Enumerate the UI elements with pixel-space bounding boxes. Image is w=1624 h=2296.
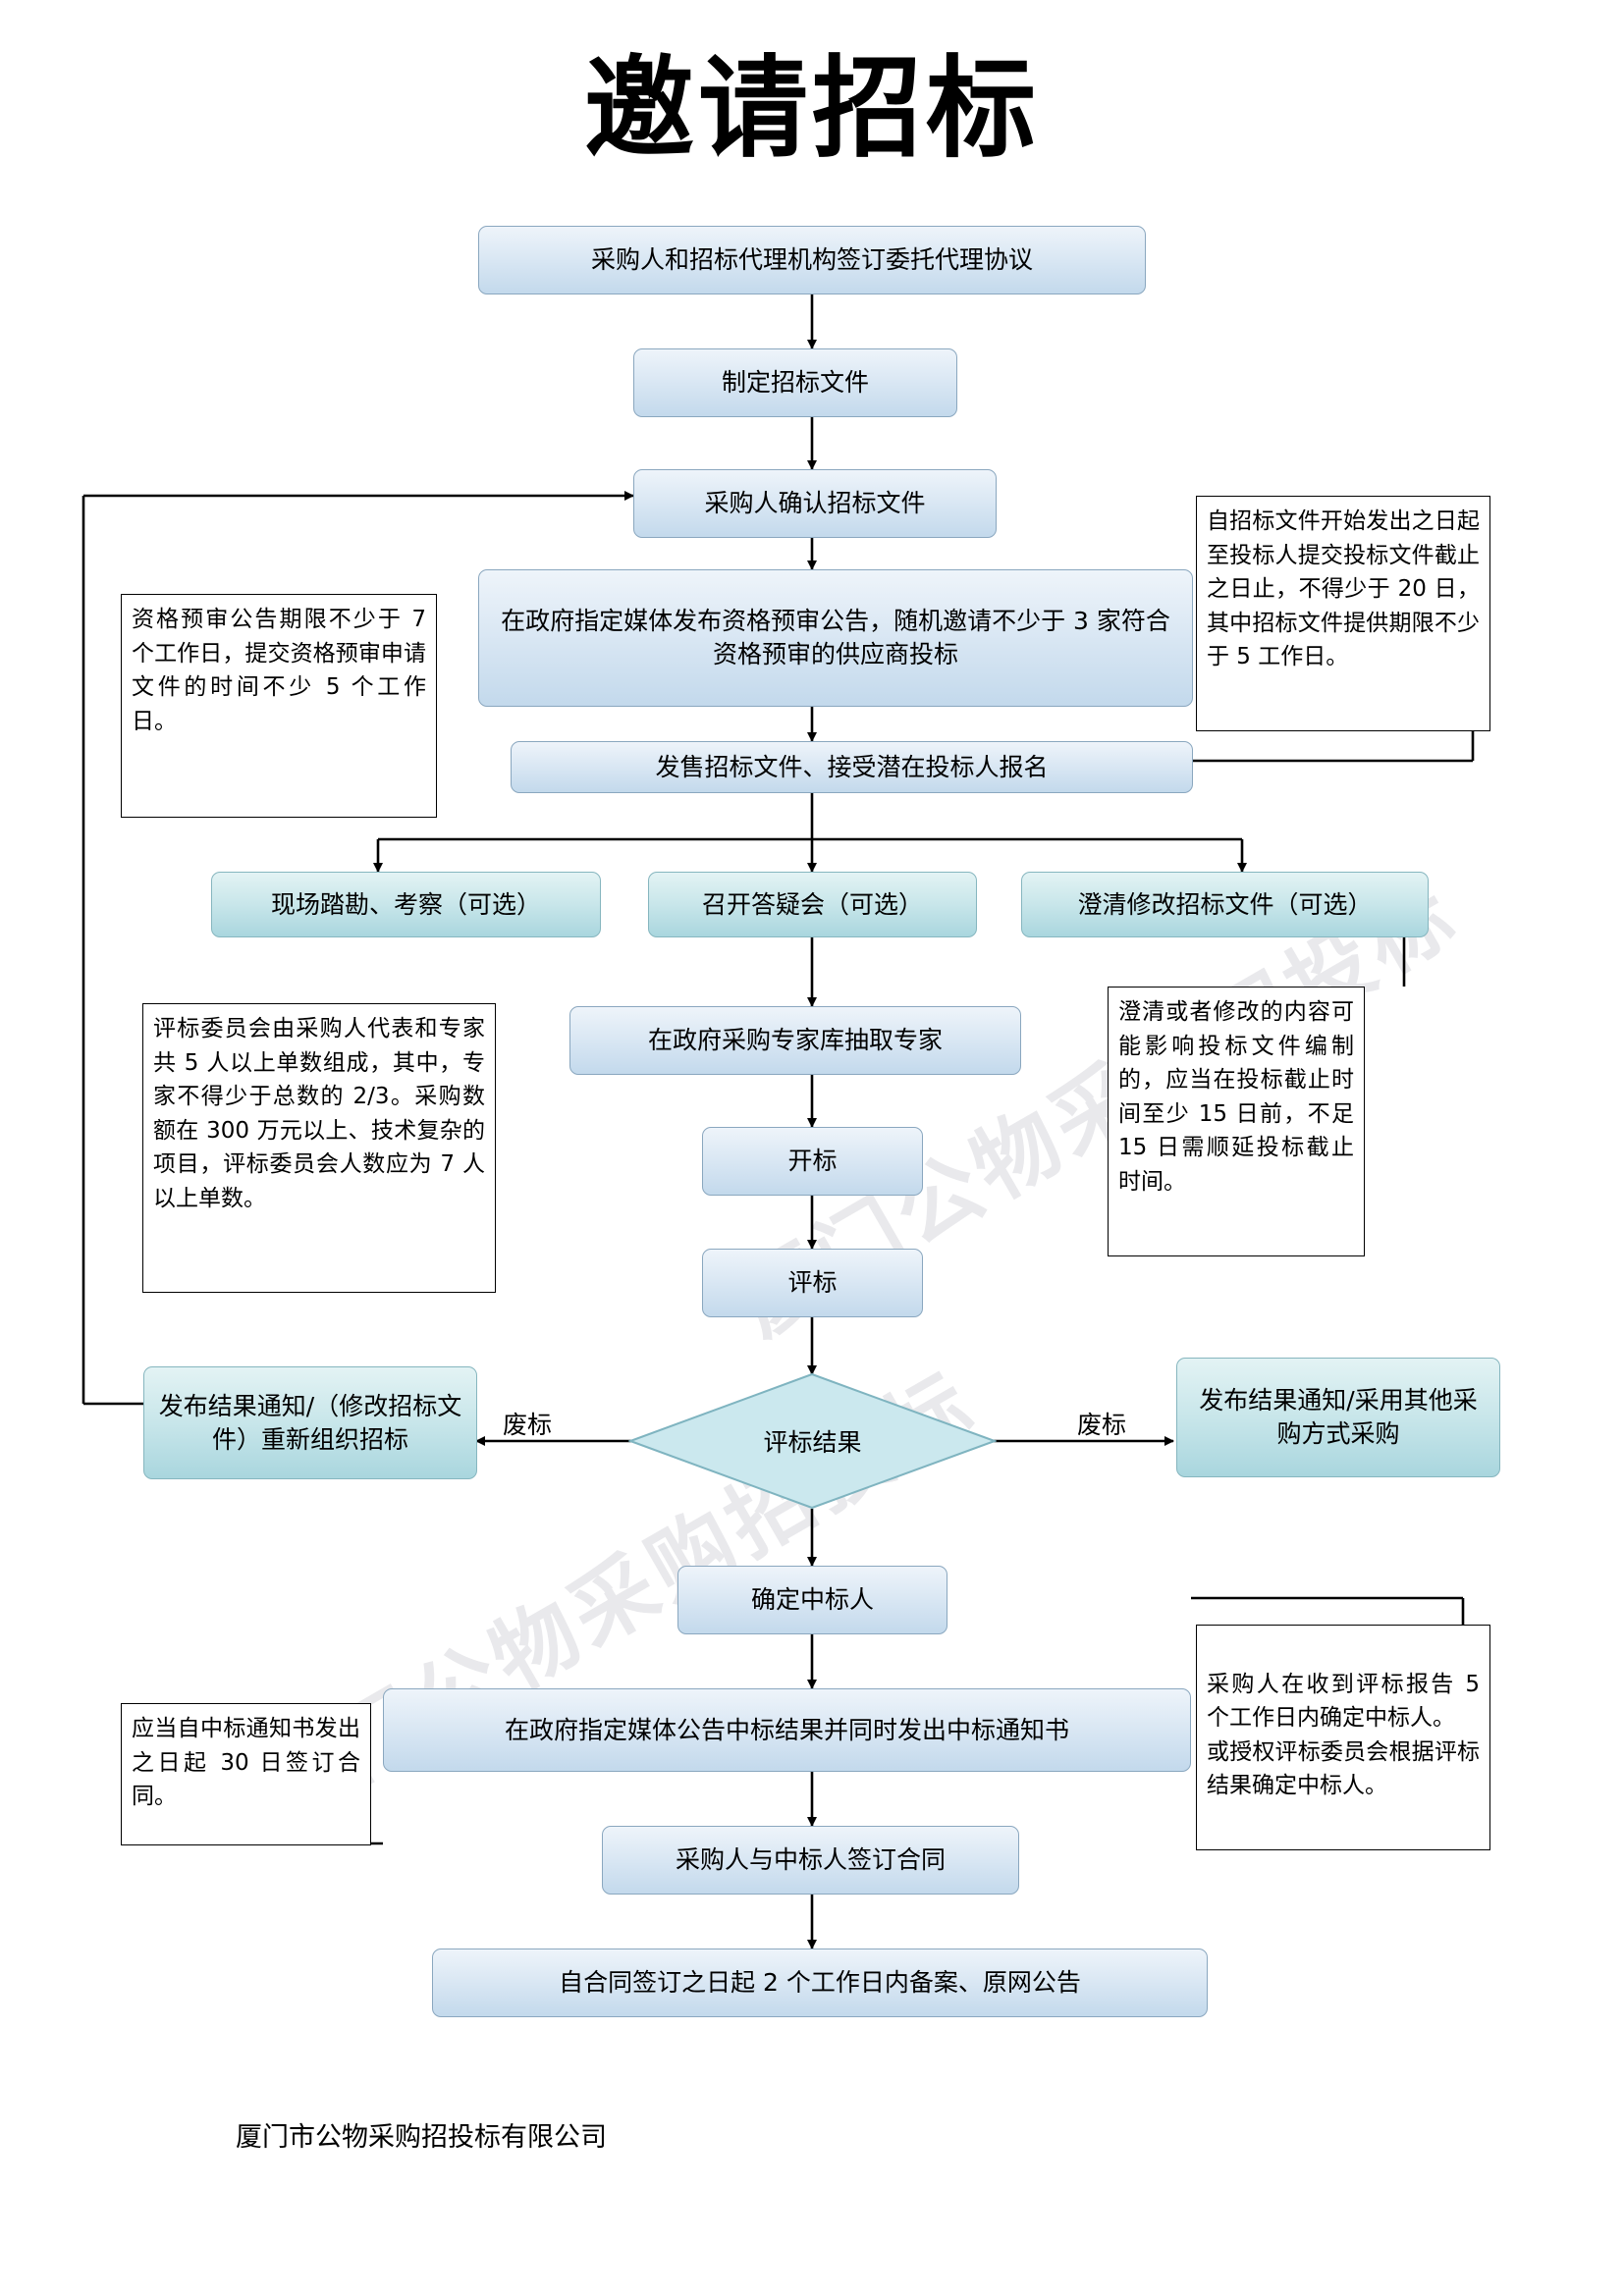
note-right-3: 采购人在收到评标报告 5 个工作日内确定中标人。 或授权评标委员会根据评标结果确… <box>1196 1625 1490 1850</box>
node-label: 采购人确认招标文件 <box>704 489 926 518</box>
node-label: 现场踏勘、考察（可选） <box>270 889 541 919</box>
note-left-1: 资格预审公告期限不少于 7 个工作日，提交资格预审申请文件的时间不少 5 个工作… <box>121 594 437 818</box>
node-label: 开标 <box>787 1147 838 1176</box>
node-n8[interactable]: 澄清修改招标文件（可选） <box>1021 872 1429 937</box>
node-n16[interactable]: 在政府指定媒体公告中标结果并同时发出中标通知书 <box>383 1688 1191 1772</box>
node-label: 评标结果 <box>763 1428 862 1457</box>
node-n1[interactable]: 采购人和招标代理机构签订委托代理协议 <box>478 226 1146 294</box>
note-right-1: 自招标文件开始发出之日起至投标人提交投标文件截止之日止，不得少于 20 日，其中… <box>1196 496 1490 731</box>
note-text: 采购人在收到评标报告 5 个工作日内确定中标人。 或授权评标委员会根据评标结果确… <box>1207 1671 1480 1799</box>
node-label: 采购人和招标代理机构签订委托代理协议 <box>590 245 1033 275</box>
node-label: 制定招标文件 <box>721 368 869 398</box>
note-text: 应当自中标通知书发出之日起 30 日签订合同。 <box>132 1716 360 1809</box>
node-n5[interactable]: 发售招标文件、接受潜在投标人报名 <box>511 741 1193 793</box>
node-n11[interactable]: 评标 <box>702 1249 923 1317</box>
note-text: 资格预审公告期限不少于 7 个工作日，提交资格预审申请文件的时间不少 5 个工作… <box>132 607 426 734</box>
node-n17[interactable]: 采购人与中标人签订合同 <box>602 1826 1019 1895</box>
node-label: 召开答疑会（可选） <box>701 889 923 919</box>
note-text: 评标委员会由采购人代表和专家共 5 人以上单数组成，其中，专家不得少于总数的 2… <box>153 1016 485 1211</box>
note-right-2: 澄清或者修改的内容可能影响投标文件编制的，应当在投标截止时间至少 15 日前，不… <box>1108 987 1365 1256</box>
node-n9[interactable]: 在政府采购专家库抽取专家 <box>569 1006 1021 1075</box>
node-label: 在政府指定媒体发布资格预审公告，随机邀请不少于 3 家符合资格预审的供应商投标 <box>501 607 1170 668</box>
node-label: 采购人与中标人签订合同 <box>675 1845 946 1875</box>
node-n3[interactable]: 采购人确认招标文件 <box>633 469 997 538</box>
node-label: 评标 <box>787 1268 838 1298</box>
node-label: 自合同签订之日起 2 个工作日内备案、原网公告 <box>559 1968 1081 1998</box>
node-n6[interactable]: 现场踏勘、考察（可选） <box>211 872 601 937</box>
node-label: 发布结果通知/（修改招标文件）重新组织招标 <box>158 1391 462 1454</box>
node-n12[interactable]: 评标结果 <box>627 1372 998 1510</box>
node-n4[interactable]: 在政府指定媒体发布资格预审公告，随机邀请不少于 3 家符合资格预审的供应商投标 <box>478 569 1193 707</box>
node-label: 在政府采购专家库抽取专家 <box>647 1026 943 1055</box>
node-n13[interactable]: 发布结果通知/（修改招标文件）重新组织招标 <box>143 1366 477 1479</box>
node-n10[interactable]: 开标 <box>702 1127 923 1196</box>
node-n7[interactable]: 召开答疑会（可选） <box>648 872 977 937</box>
node-label: 在政府指定媒体公告中标结果并同时发出中标通知书 <box>504 1715 1069 1744</box>
node-n15[interactable]: 确定中标人 <box>677 1566 947 1634</box>
node-label: 发售招标文件、接受潜在投标人报名 <box>655 752 1049 781</box>
node-n2[interactable]: 制定招标文件 <box>633 348 957 417</box>
note-left-2: 评标委员会由采购人代表和专家共 5 人以上单数组成，其中，专家不得少于总数的 2… <box>142 1003 496 1293</box>
page-title: 邀请招标 <box>584 45 1040 173</box>
node-label: 发布结果通知/采用其他采购方式采购 <box>1199 1386 1478 1448</box>
note-text: 澄清或者修改的内容可能影响投标文件编制的，应当在投标截止时间至少 15 日前，不… <box>1118 999 1354 1195</box>
edge-label-left: 废标 <box>503 1411 553 1439</box>
note-left-3: 应当自中标通知书发出之日起 30 日签订合同。 <box>121 1703 371 1845</box>
node-label: 澄清修改招标文件（可选） <box>1077 889 1373 919</box>
note-text: 自招标文件开始发出之日起至投标人提交投标文件截止之日止，不得少于 20 日，其中… <box>1207 508 1480 669</box>
footer-company: 厦门市公物采购招投标有限公司 <box>236 2122 607 2153</box>
node-n18[interactable]: 自合同签订之日起 2 个工作日内备案、原网公告 <box>432 1949 1208 2017</box>
edge-label-right: 废标 <box>1077 1411 1127 1439</box>
node-label: 确定中标人 <box>750 1585 874 1615</box>
node-n14[interactable]: 发布结果通知/采用其他采购方式采购 <box>1176 1358 1500 1477</box>
